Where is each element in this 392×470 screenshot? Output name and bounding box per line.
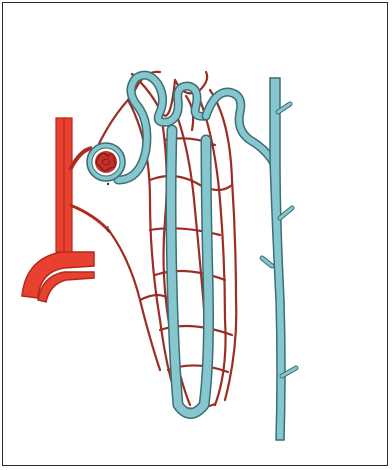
glomerulus — [95, 151, 117, 173]
artery-side-branch-2 — [70, 205, 110, 232]
interlobular-vein — [64, 118, 72, 252]
collecting-duct — [270, 78, 285, 440]
renal-tubule — [118, 75, 296, 440]
